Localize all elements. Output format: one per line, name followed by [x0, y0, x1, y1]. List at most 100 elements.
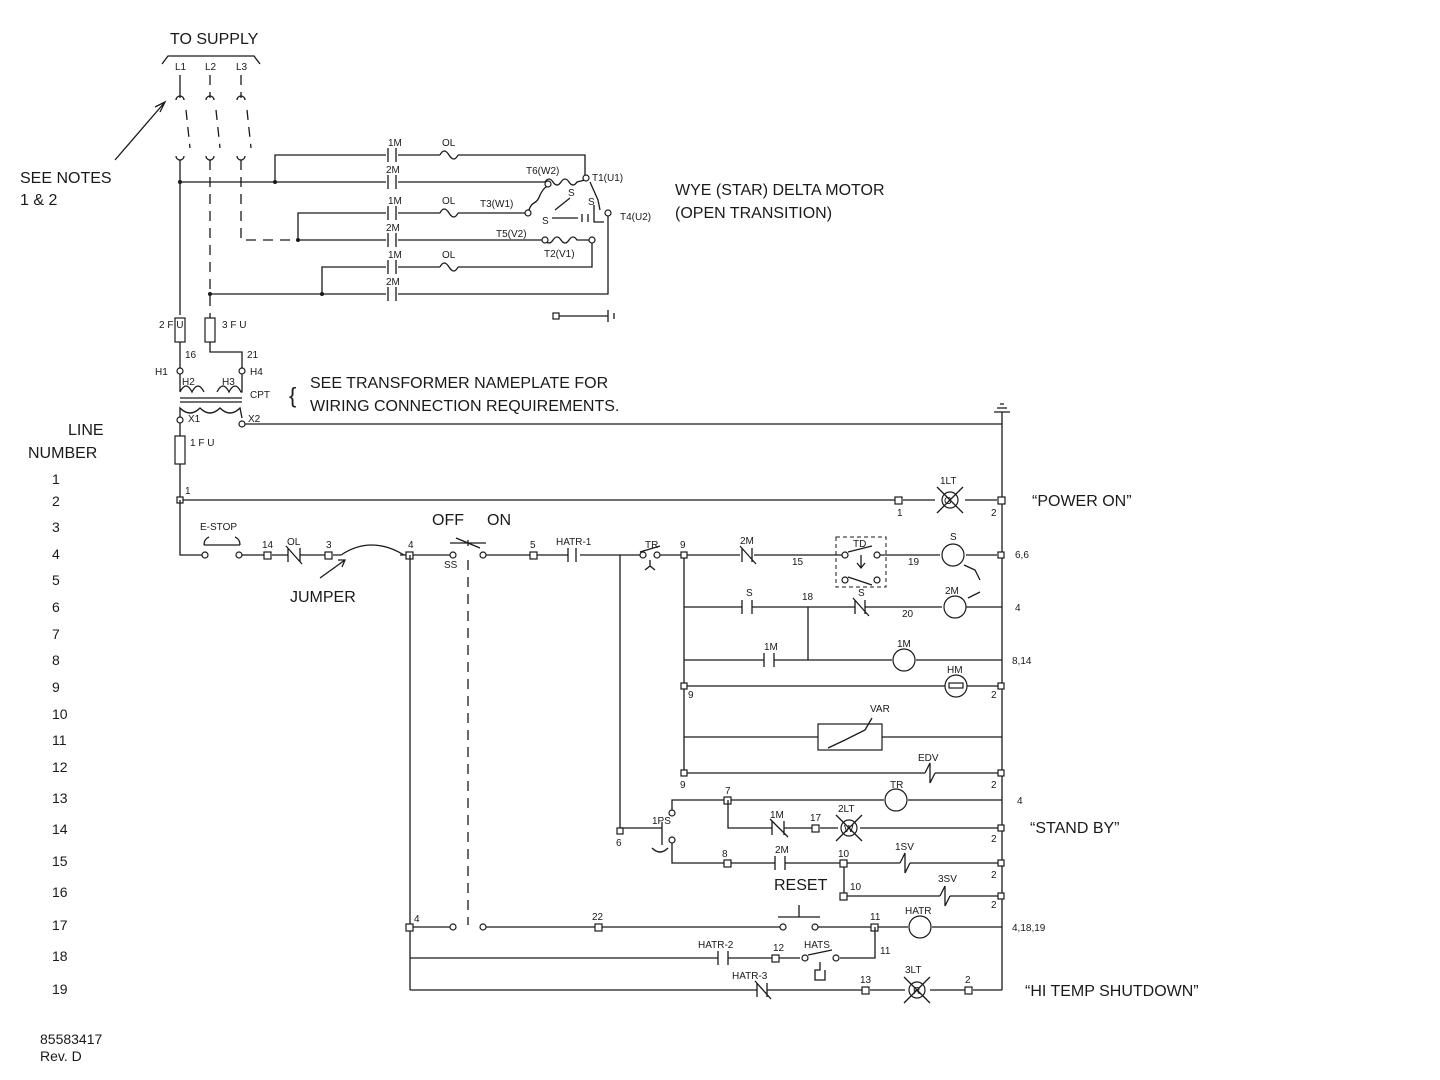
- ol-contact: [285, 545, 303, 565]
- svg-text:2: 2: [991, 834, 997, 845]
- svg-text:SS: SS: [444, 560, 458, 571]
- notes-arrow: [114, 100, 167, 161]
- tr-contact: TR: [639, 540, 661, 571]
- svg-text:11: 11: [880, 946, 891, 957]
- line-number-14: 14: [52, 821, 68, 837]
- supply-l3: L3: [236, 62, 248, 73]
- hatr2-contact: [717, 951, 729, 965]
- svg-text:S: S: [588, 197, 595, 208]
- label-reset: RESET: [774, 877, 828, 894]
- svg-text:10: 10: [838, 849, 850, 860]
- selector-switch-ss: OFF ON SS: [432, 512, 511, 571]
- motor-title: WYE (STAR) DELTA MOTOR: [675, 182, 885, 199]
- line-number-4: 4: [52, 546, 60, 562]
- supply-l1: L1: [175, 62, 187, 73]
- varistor-var: VAR: [817, 704, 890, 751]
- svg-text:18: 18: [802, 592, 814, 603]
- svg-text:4: 4: [1017, 796, 1023, 807]
- e-stop-button: E-STOP: [200, 522, 243, 559]
- svg-text:2M: 2M: [386, 223, 400, 234]
- 2m-no-contact: [774, 856, 786, 870]
- svg-text:X2: X2: [248, 414, 261, 425]
- coil-1m: [892, 648, 916, 672]
- pilot-light-3lt: R 3LT: [903, 965, 931, 1004]
- disconnect-top: [175, 95, 246, 101]
- ground-symbol: [994, 403, 1010, 424]
- notes-line1: SEE NOTES: [20, 170, 112, 187]
- line-number-11: 11: [52, 732, 67, 748]
- svg-text:8,14: 8,14: [1012, 656, 1032, 667]
- svg-text:3SV: 3SV: [938, 874, 957, 885]
- svg-text:2M: 2M: [945, 586, 959, 597]
- svg-text:15: 15: [792, 557, 804, 568]
- svg-text:H1: H1: [155, 367, 168, 378]
- motor-windings: T6(W2) T1(U1) T3(W1) T4(U2) T5(V2) T2(V1…: [480, 166, 651, 260]
- svg-text:1: 1: [897, 508, 903, 519]
- label-hi-temp-shutdown: “HI TEMP SHUTDOWN”: [1025, 983, 1199, 1000]
- line-number-15: 15: [52, 853, 68, 869]
- line-number-18: 18: [52, 948, 68, 964]
- svg-text:S: S: [542, 216, 549, 227]
- disconnect-bottom: [175, 155, 246, 161]
- control-transformer: H1 H2 H3 H4 X1 X2 CPT: [155, 367, 270, 428]
- svg-text:EDV: EDV: [918, 753, 939, 764]
- svg-text:4: 4: [1015, 603, 1021, 614]
- feed-1m-t3: [297, 212, 528, 240]
- svg-text:6: 6: [616, 838, 622, 849]
- svg-text:OL: OL: [442, 138, 456, 149]
- line-number-12: 12: [52, 759, 68, 775]
- pressure-switch-1ps: 1PS: [645, 809, 676, 853]
- line-number-2: 2: [52, 493, 60, 509]
- svg-text:H4: H4: [250, 367, 263, 378]
- line-number-6: 6: [52, 599, 60, 615]
- s-no-contact: [741, 600, 753, 614]
- svg-text:X1: X1: [188, 414, 201, 425]
- svg-text:2M: 2M: [775, 845, 789, 856]
- svg-text:OFF: OFF: [432, 512, 464, 529]
- svg-text:3: 3: [326, 540, 332, 551]
- feed-1m-t1: [274, 154, 586, 182]
- supply-bracket: [161, 55, 261, 65]
- line-number-1: 1: [52, 471, 60, 487]
- svg-text:21: 21: [247, 350, 259, 361]
- svg-text:12: 12: [773, 943, 785, 954]
- rung-4: [179, 500, 845, 556]
- svg-text:4,18,19: 4,18,19: [1012, 923, 1046, 934]
- 1m-nc-contact: [769, 818, 789, 838]
- svg-text:1M: 1M: [388, 138, 402, 149]
- coil-2m: [943, 595, 967, 619]
- svg-text:S: S: [568, 188, 575, 199]
- svg-text:1SV: 1SV: [895, 842, 914, 853]
- svg-text:T6(W2): T6(W2): [526, 166, 559, 177]
- svg-text:1M: 1M: [770, 810, 784, 821]
- coil-hatr: [908, 915, 932, 939]
- svg-text:HATR-3: HATR-3: [732, 971, 768, 982]
- transformer-note2: WIRING CONNECTION REQUIREMENTS.: [310, 398, 619, 415]
- svg-text:H3: H3: [222, 377, 235, 388]
- svg-text:T2(V1): T2(V1): [544, 249, 575, 260]
- label-stand-by: “STAND BY”: [1030, 820, 1119, 837]
- rung-14: [727, 800, 1002, 829]
- svg-text:16: 16: [185, 350, 197, 361]
- svg-text:1: 1: [185, 486, 191, 497]
- svg-text:2: 2: [991, 508, 997, 519]
- line-number-10: 10: [52, 706, 68, 722]
- svg-text:1M: 1M: [388, 196, 402, 207]
- svg-text:CPT: CPT: [250, 390, 270, 401]
- svg-text:7: 7: [725, 786, 731, 797]
- svg-text:1M: 1M: [897, 639, 911, 650]
- line-l3: [240, 75, 298, 241]
- revision: Rev. D: [40, 1048, 82, 1064]
- svg-text:2M: 2M: [386, 165, 400, 176]
- svg-text:17: 17: [810, 813, 822, 824]
- coil-s-link: [963, 564, 981, 581]
- svg-text:22: 22: [592, 912, 604, 923]
- doc-number: 85583417: [40, 1031, 103, 1047]
- coil-s: [941, 543, 965, 567]
- hatr3-contact: [754, 980, 772, 1000]
- svg-text:TR: TR: [645, 540, 658, 551]
- line-number-title1: LINE: [68, 422, 104, 439]
- 1m-no-contact: [763, 653, 775, 667]
- svg-text:1M: 1M: [388, 250, 402, 261]
